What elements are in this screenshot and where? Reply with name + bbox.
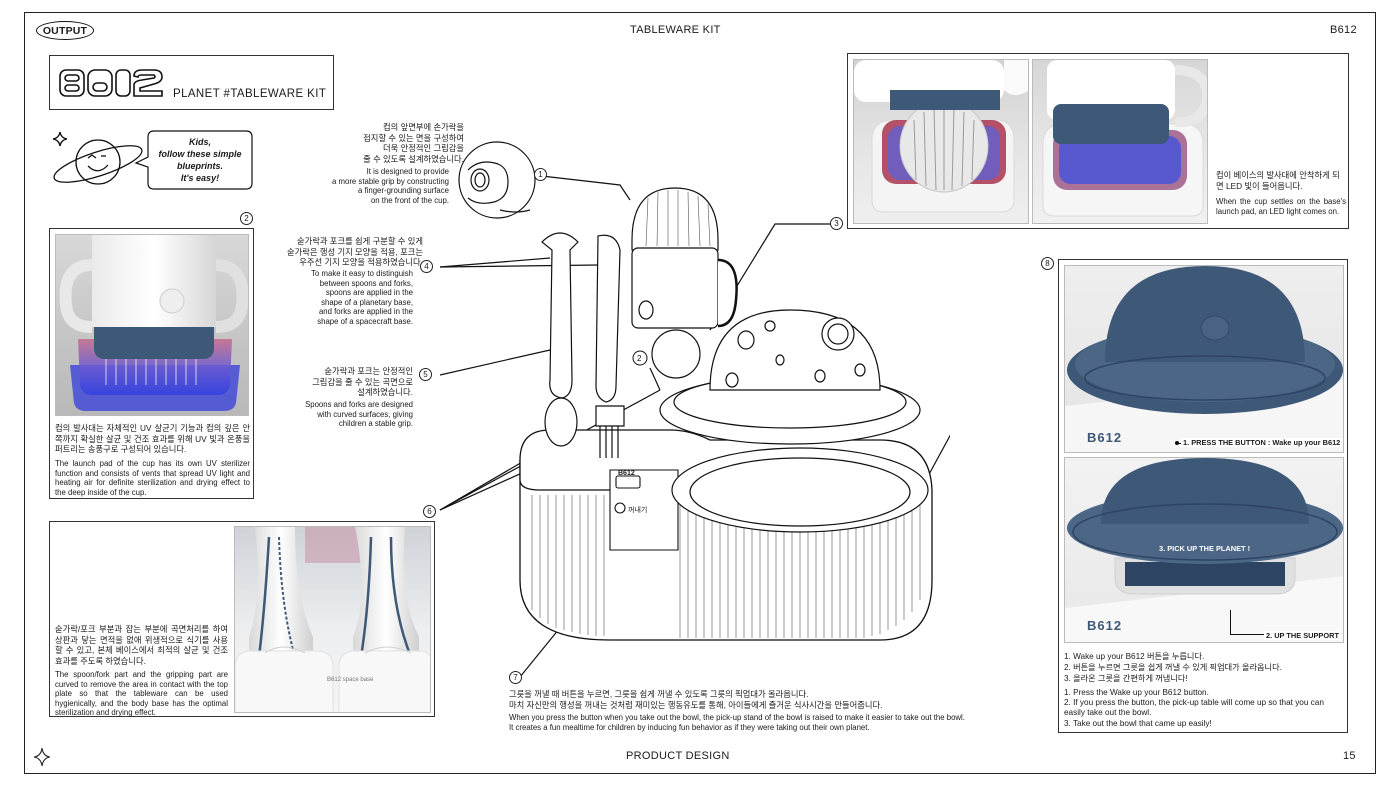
base-logo: B612 [618, 470, 635, 477]
cup-pad-render-2 [1032, 59, 1208, 224]
callout-3-kr: 컵이 베이스의 발사대에 안착하게 되면 LED 빛이 들어옵니다. [1216, 170, 1340, 191]
page-number: 15 [1343, 750, 1356, 762]
b612-logo [59, 69, 163, 97]
sparkle-icon [33, 747, 51, 771]
callout-8-box: B612 1. PRESS THE BUTTON : Wake up your … [1058, 259, 1348, 733]
steps-kr-item: 2. 버튼을 누르면 그릇을 쉽게 꺼낼 수 있게 픽업대가 올라옵니다. [1064, 663, 1282, 672]
callout-number-7: 7 [509, 671, 522, 684]
callout-6-box: 숟가락/포크 부분과 잡는 부분에 곡면처리를 하여 상판과 닿는 면적을 없애… [49, 521, 435, 717]
callout-4-en: To make it easy to distinguish between s… [311, 269, 413, 326]
callout-number-6: 6 [423, 505, 436, 518]
callout-3-box: 컵이 베이스의 발사대에 안착하게 되면 LED 빛이 들어옵니다. When … [847, 53, 1349, 229]
callout-6-kr: 숟가락/포크 부분과 잡는 부분에 곡면처리를 하여 상판과 닿는 면적을 없애… [55, 624, 228, 666]
callout-number-4: 4 [420, 260, 433, 273]
steps-kr-item: 1. Wake up your B612 버튼을 누릅니다. [1064, 652, 1205, 661]
render-logo-1: B612 [1087, 430, 1123, 445]
speech-text: Kids, follow these simple blueprints. It… [158, 137, 242, 183]
launch-pad-render [55, 234, 249, 416]
callout-1-kr: 컵의 앞면부에 손가락을 접지할 수 있는 면을 구성하여 더욱 안정적인 그립… [363, 122, 464, 164]
callout-number-3: 3 [830, 217, 843, 230]
callout-number-8: 8 [1041, 257, 1054, 270]
callout-1-en: It is designed to provide a more stable … [331, 167, 449, 205]
steps-en-item: 3. Take out the bowl that came up easily… [1064, 719, 1212, 729]
callout-2-kr: 컵의 발사대는 자체적인 UV 살균기 기능과 컵의 깊은 안쪽까지 확실한 살… [55, 423, 250, 455]
bowl-render-2: 3. PICK UP THE PLANET ! B612 [1064, 457, 1344, 643]
step1-label: 1. PRESS THE BUTTON : Wake up your B612 [1181, 438, 1343, 447]
step2-label: 2. UP THE SUPPORT [1264, 631, 1341, 640]
pad-label: B612 space base [327, 677, 374, 683]
callout-3-en: When the cup settles on the base's launc… [1216, 197, 1346, 216]
steps-en-item: 2. If you press the button, the pick-up … [1064, 698, 1324, 717]
utensil-stand-render: B612 space base [234, 526, 431, 713]
header-title: TABLEWARE KIT [630, 24, 721, 36]
steps-kr-item: 3. 올라온 그릇을 간편하게 꺼냅니다! [1064, 674, 1188, 683]
callout-6-en: The spoon/fork part and the gripping par… [55, 670, 228, 718]
steps-kr-list: 1. Wake up your B612 버튼을 누릅니다. 2. 버튼을 누르… [1064, 651, 1344, 684]
callout-5-kr: 숟가락과 포크는 안정적인 그립감을 줄 수 있는 곡면으로 설계하였습니다. [312, 366, 413, 398]
planet-mascot-icon [52, 131, 143, 185]
title-box: PLANET #TABLEWARE KIT [49, 55, 334, 110]
footer-section: PRODUCT DESIGN [626, 750, 730, 762]
callout-4-kr: 숟가락과 포크를 쉽게 구분할 수 있게 숟가락은 행성 기지 모양을 적용, … [287, 236, 423, 268]
steps-en-list: 1. Press the Wake up your B612 button. 2… [1064, 687, 1346, 729]
render-logo-2: B612 [1087, 618, 1123, 633]
bowl-render-1: B612 [1064, 265, 1344, 453]
svg-text:2: 2 [637, 354, 642, 363]
cup-pad-render-1 [853, 59, 1029, 224]
steps-en-item: 1. Press the Wake up your B612 button. [1064, 688, 1209, 697]
base-control-label: 꺼내기 [628, 507, 648, 514]
callout-number-2: 2 [240, 212, 253, 225]
product-line-drawing: 2 [439, 141, 950, 678]
callout-5-en: Spoons and forks are designed with curve… [305, 400, 413, 429]
callout-2-box: 컵의 발사대는 자체적인 UV 살균기 기능과 컵의 깊은 안쪽까지 확실한 살… [49, 228, 254, 499]
title-subtitle: PLANET #TABLEWARE KIT [173, 88, 327, 100]
callout-2-en: The launch pad of the cup has its own UV… [55, 459, 250, 497]
callout-7-kr: 그릇을 꺼낼 때 버튼을 누르면, 그릇을 쉽게 꺼낼 수 있도록 그릇의 픽업… [509, 689, 883, 710]
brand-logo: OUTPUT [36, 21, 94, 40]
callout-7-en: When you press the button when you take … [509, 713, 965, 732]
step3-label: 3. PICK UP THE PLANET ! [1159, 544, 1251, 553]
header-code: B612 [1330, 24, 1357, 36]
page-frame [24, 12, 1376, 774]
callout-number-1: 1 [534, 168, 547, 181]
callout-number-5: 5 [419, 368, 432, 381]
speech-bubble [134, 130, 253, 190]
